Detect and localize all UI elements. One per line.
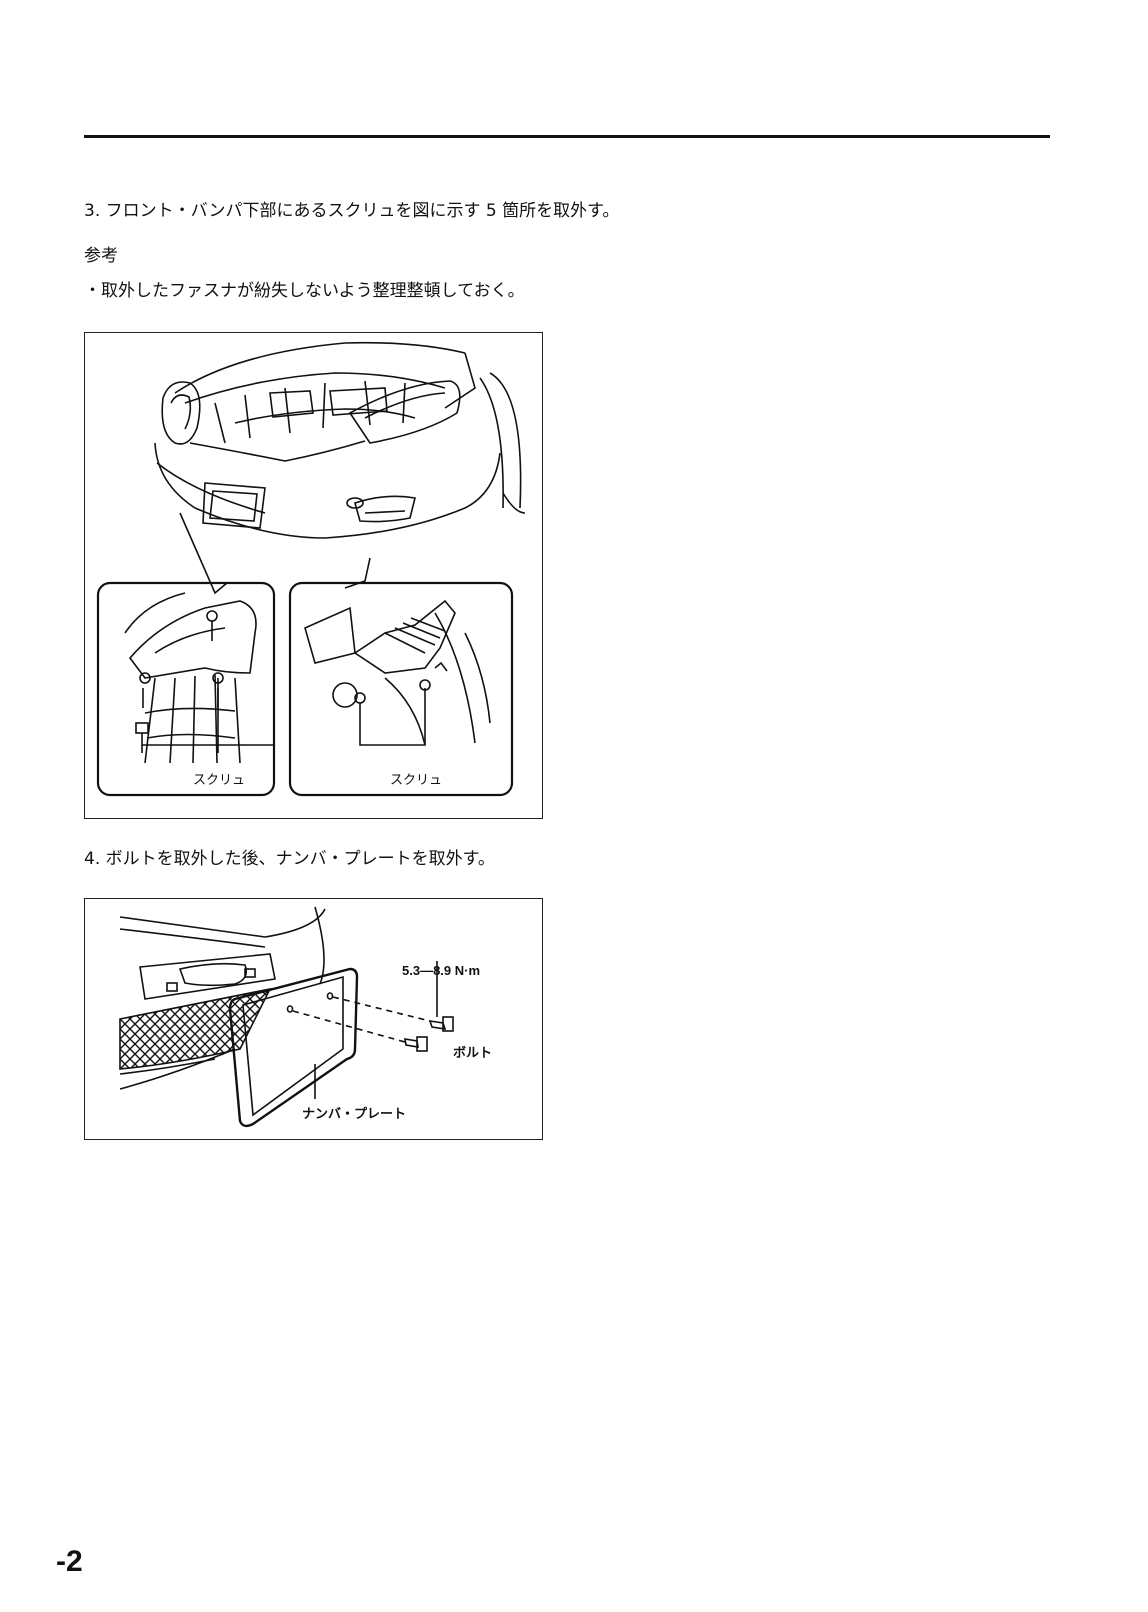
screw-label-right: スクリュ <box>390 773 443 788</box>
header-rule <box>84 135 1050 138</box>
step-4-instruction: 4. ボルトを取外した後、ナンバ・プレートを取外す。 <box>84 849 495 869</box>
note-bullet: ・取外したファスナが紛失しないよう整理整頓しておく。 <box>84 281 525 301</box>
step-3-instruction: 3. フロント・バンパ下部にあるスクリュを図に示す 5 箇所を取外す。 <box>84 201 620 221</box>
torque-spec: 5.3—8.9 N·m <box>402 963 481 978</box>
screw-label-left: スクリュ <box>193 773 246 788</box>
plate-illustration <box>119 906 454 1128</box>
note-heading: 参考 <box>84 246 118 266</box>
page-number: -2 <box>56 1545 83 1578</box>
bumper-illustration <box>96 341 526 797</box>
plate-label: ナンバ・プレート <box>302 1106 407 1121</box>
license-plate-figure: 5.3—8.9 N·m ボルト ナンバ・プレート <box>84 898 543 1140</box>
bolt-label: ボルト <box>453 1045 493 1060</box>
bumper-screw-figure: スクリュ スクリュ <box>84 332 543 819</box>
